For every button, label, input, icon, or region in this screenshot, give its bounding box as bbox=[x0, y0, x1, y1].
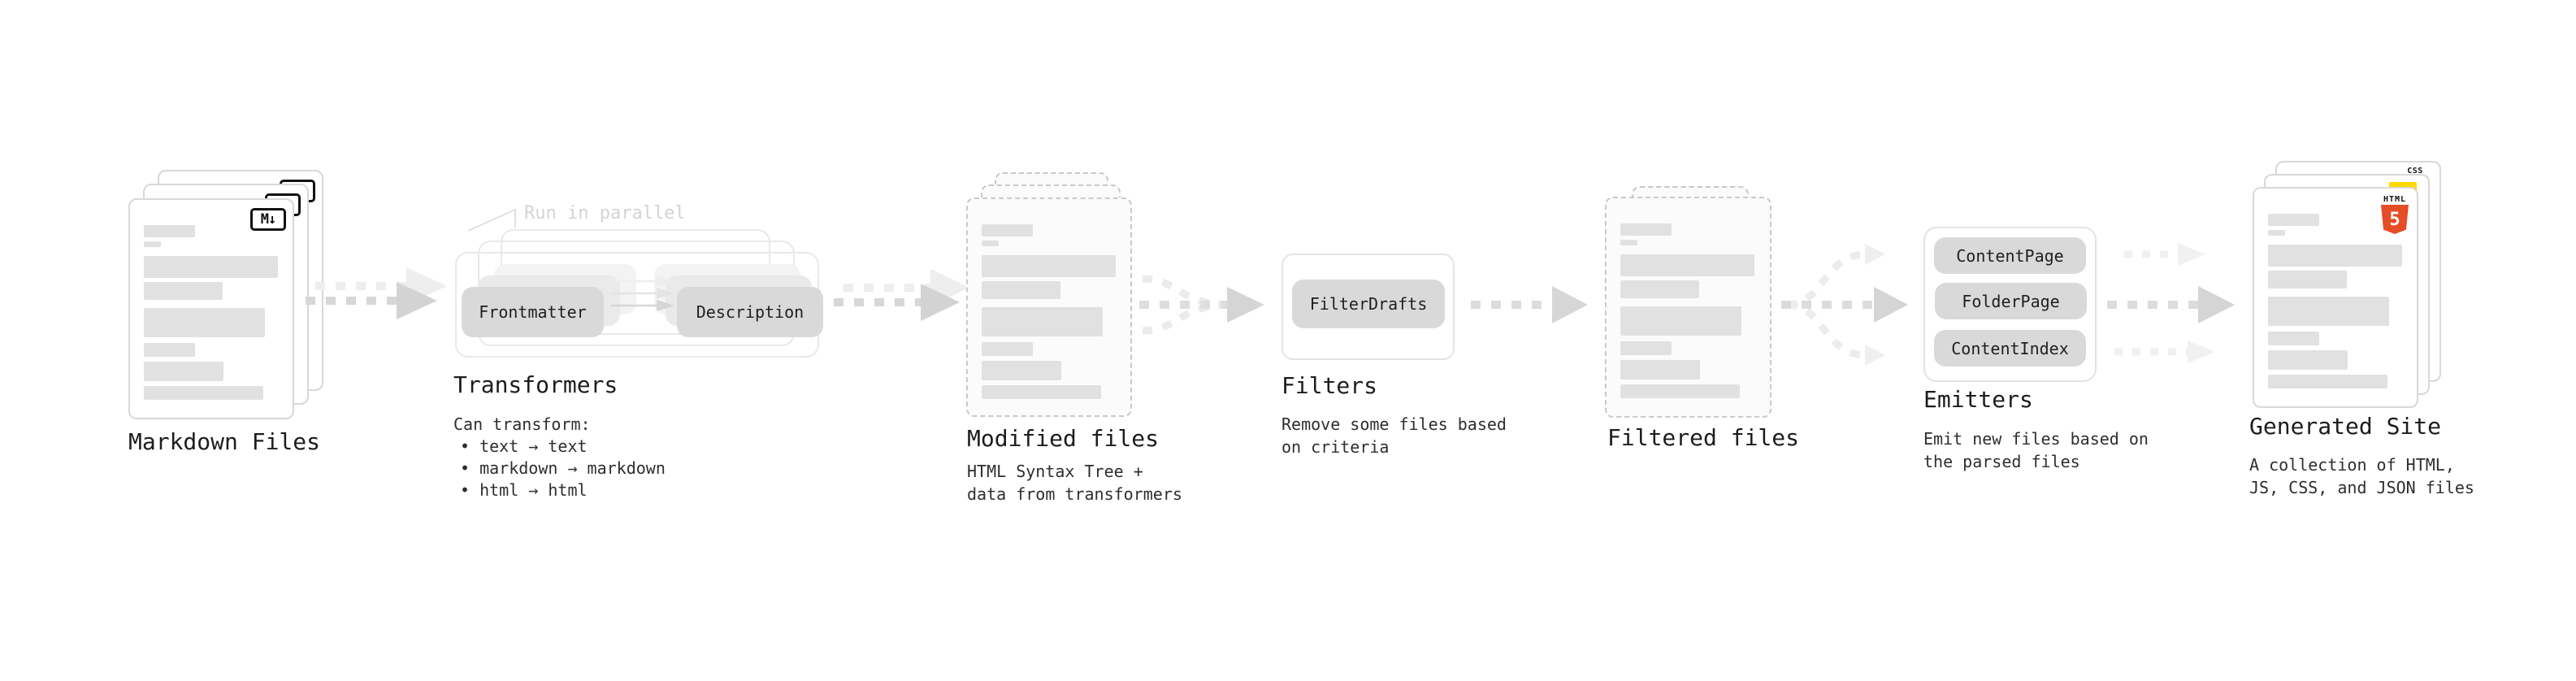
modified-files-note: HTML Syntax Tree + data from transformer… bbox=[967, 462, 1182, 504]
text-placeholder-bar bbox=[144, 225, 195, 237]
arrows-emitters-to-generated bbox=[2107, 243, 2235, 363]
markdown-icon: M↓ bbox=[250, 208, 286, 231]
text-placeholder-bar bbox=[2268, 230, 2285, 236]
text-placeholder-bar bbox=[1620, 240, 1637, 245]
text-placeholder-bar bbox=[1620, 341, 1672, 355]
text-placeholder-bar bbox=[144, 256, 278, 278]
generated-file-card-html: HTML 5 bbox=[2253, 187, 2418, 408]
arrow-filters-to-filtered bbox=[1471, 286, 1588, 323]
text-placeholder-bar bbox=[2268, 271, 2347, 288]
text-placeholder-bar bbox=[2268, 297, 2389, 326]
text-placeholder-bar bbox=[982, 281, 1060, 299]
text-placeholder-bar bbox=[1620, 254, 1754, 276]
text-placeholder-bar bbox=[144, 386, 263, 400]
contentindex-pill: ContentIndex bbox=[1934, 330, 2086, 367]
transform-arrows bbox=[611, 275, 674, 311]
text-placeholder-bar bbox=[982, 385, 1101, 399]
emitters-note: Emit new files based on the parsed files bbox=[1923, 429, 2149, 471]
frontmatter-pill: Frontmatter bbox=[462, 287, 604, 337]
text-placeholder-bar bbox=[2268, 375, 2387, 388]
generated-site-label: Generated Site bbox=[2249, 413, 2442, 440]
markdown-files-label: Markdown Files bbox=[128, 428, 321, 455]
transformers-note-title: Can transform: bbox=[453, 414, 591, 434]
callout-line bbox=[467, 208, 516, 232]
text-placeholder-bar bbox=[982, 342, 1033, 356]
text-placeholder-bar bbox=[982, 255, 1116, 277]
text-placeholder-bar bbox=[144, 343, 195, 357]
filtered-files-label: Filtered files bbox=[1607, 424, 1800, 451]
text-placeholder-bar bbox=[982, 224, 1033, 236]
text-placeholder-bar bbox=[982, 241, 999, 246]
text-placeholder-bar bbox=[2268, 350, 2348, 370]
text-placeholder-bar bbox=[982, 307, 1103, 336]
modified-files-label: Modified files bbox=[967, 425, 1160, 452]
markdown-file-card-front: M↓ bbox=[128, 198, 294, 419]
text-placeholder-bar bbox=[144, 362, 223, 381]
bullet-item: • text → text bbox=[460, 436, 588, 456]
contentpage-pill: ContentPage bbox=[1934, 237, 2086, 274]
folderpage-pill: FolderPage bbox=[1935, 283, 2087, 319]
text-placeholder-bar bbox=[2268, 245, 2402, 267]
transformers-bullet-list: • text → text • markdown → markdown • ht… bbox=[460, 436, 666, 501]
text-placeholder-bar bbox=[982, 361, 1061, 380]
arrow-merge-modified-to-filters bbox=[1139, 275, 1264, 335]
text-placeholder-bar bbox=[2268, 214, 2319, 226]
text-placeholder-bar bbox=[1620, 384, 1740, 398]
text-placeholder-bar bbox=[1620, 306, 1741, 336]
text-placeholder-bar bbox=[1620, 360, 1700, 380]
html5-icon: HTML 5 bbox=[2381, 195, 2409, 234]
filtered-file-card-front bbox=[1605, 197, 1772, 418]
text-placeholder-bar bbox=[144, 282, 223, 300]
bullet-item: • markdown → markdown bbox=[460, 458, 666, 478]
description-pill: Description bbox=[677, 287, 823, 337]
arrow-markdown-to-transformers bbox=[306, 267, 447, 319]
bullet-item: • html → html bbox=[460, 480, 588, 500]
text-placeholder-bar bbox=[1620, 223, 1672, 236]
filterdrafts-pill: FilterDrafts bbox=[1292, 280, 1445, 328]
arrow-transformers-to-modified bbox=[834, 269, 969, 321]
html5-shield: 5 bbox=[2381, 205, 2409, 234]
text-placeholder-bar bbox=[1620, 280, 1699, 298]
text-placeholder-bar bbox=[144, 241, 161, 247]
run-in-parallel-callout: Run in parallel bbox=[524, 203, 686, 223]
text-placeholder-bar bbox=[144, 308, 265, 337]
emitters-label: Emitters bbox=[1923, 386, 2033, 413]
arrow-split-filtered-to-emitters bbox=[1781, 244, 1908, 366]
transformers-label: Transformers bbox=[453, 371, 618, 398]
filters-label: Filters bbox=[1281, 372, 1378, 399]
filters-note: Remove some files based on criteria bbox=[1281, 414, 1507, 457]
generated-site-note: A collection of HTML, JS, CSS, and JSON … bbox=[2249, 455, 2474, 497]
modified-file-card-front bbox=[966, 197, 1132, 417]
text-placeholder-bar bbox=[2268, 332, 2319, 345]
